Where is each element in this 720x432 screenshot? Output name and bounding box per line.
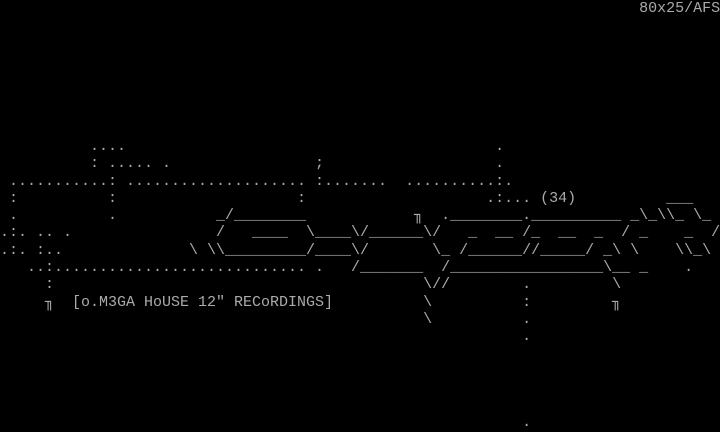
ansi-line xyxy=(0,363,720,380)
ansi-line xyxy=(0,86,720,103)
ansi-line xyxy=(0,69,720,86)
ansi-line: ...........: .................... :.....… xyxy=(0,172,514,190)
ansi-line xyxy=(0,104,720,121)
ansi-line: : \// . \ xyxy=(0,276,622,294)
ansi-line: . xyxy=(0,414,532,432)
ansi-line: : ..... . ; . xyxy=(0,155,505,173)
group-title-line: ╖ [o.M3GA HoUSE 12" RECoRDINGS] \ : ╖ xyxy=(0,293,622,311)
ansi-line xyxy=(0,121,720,138)
ansi-line: .... . xyxy=(0,138,505,156)
ansi-line xyxy=(0,380,720,397)
ansi-line: \ . xyxy=(0,310,532,328)
status-line: 80x25/AFS xyxy=(0,0,720,17)
ansi-line: . xyxy=(0,328,532,346)
ansi-line xyxy=(0,52,720,69)
ansi-line xyxy=(0,345,720,362)
ansi-line xyxy=(0,35,720,52)
ansi-logo-line: .:. :.. \ \\_________/____\/ \_ /______/… xyxy=(0,241,712,259)
ansi-line: : : : .:... (34) ___ xyxy=(0,189,694,207)
ansi-logo-line: ..:............................ . /_____… xyxy=(0,258,694,276)
ansi-logo-line: . . _/________ ╖ .________.__________ _\… xyxy=(0,207,712,225)
ansi-line xyxy=(0,397,720,414)
ansi-line xyxy=(0,17,720,34)
ansi-logo-line: .:. .. . / ____ \____\/______\/ _ __ /_ … xyxy=(0,224,720,242)
